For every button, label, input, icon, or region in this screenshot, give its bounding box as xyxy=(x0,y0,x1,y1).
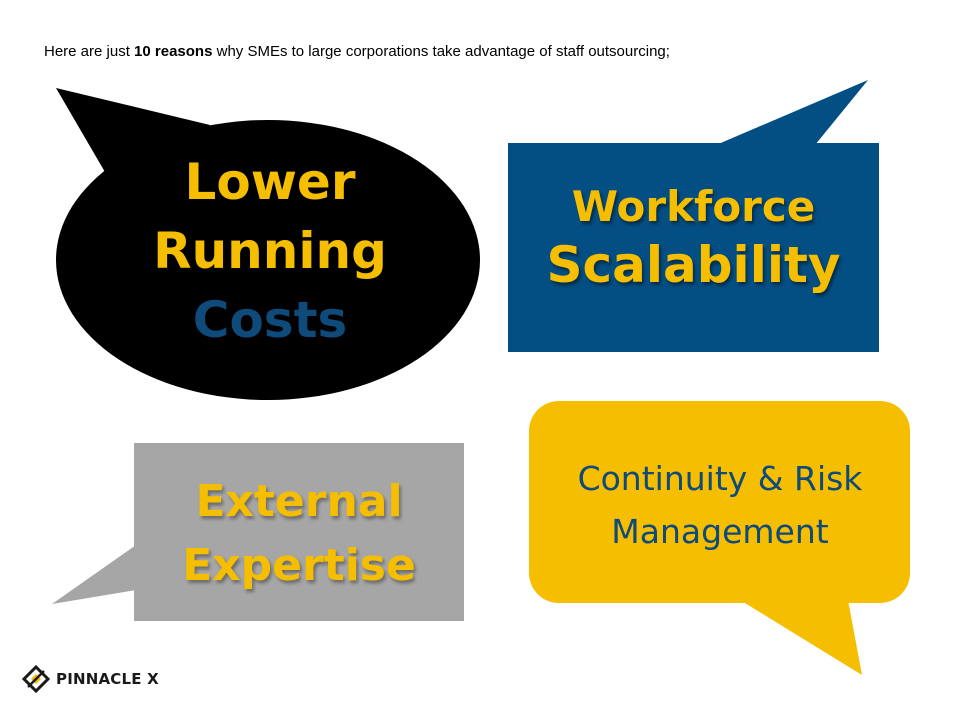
intro-bold: 10 reasons xyxy=(134,43,213,60)
lower-line: Lower xyxy=(184,153,356,211)
continuity-risk-text: Continuity & Risk Management xyxy=(530,452,910,559)
continuity-line: Continuity & Risk xyxy=(577,459,863,498)
workforce-scalability-text: Workforce Scalability xyxy=(508,182,879,295)
workforce-line: Workforce xyxy=(571,182,816,231)
expertise-line: Expertise xyxy=(182,540,416,592)
pinnacle-logo: PINNACLE X xyxy=(22,664,159,694)
gold-rounded-bubble xyxy=(529,401,910,675)
gray-rect-bubble xyxy=(52,443,464,621)
intro-text: Here are just 10 reasons why SMEs to lar… xyxy=(44,43,924,60)
intro-prefix: Here are just xyxy=(44,43,135,60)
external-expertise-text: External Expertise xyxy=(134,470,464,598)
navy-rect-bubble xyxy=(508,80,879,352)
running-line: Running xyxy=(153,222,387,280)
management-line: Management xyxy=(611,512,829,552)
logo-text: PINNACLE X xyxy=(56,670,159,688)
lower-running-costs-text: Lower Running Costs xyxy=(120,148,420,355)
costs-line: Costs xyxy=(192,291,348,349)
intro-suffix: why SMEs to large corporations take adva… xyxy=(212,43,670,60)
external-line: External xyxy=(195,476,403,527)
black-oval-bubble xyxy=(56,88,480,400)
pinnacle-logo-icon xyxy=(22,665,50,693)
scalability-line: Scalability xyxy=(546,236,841,295)
